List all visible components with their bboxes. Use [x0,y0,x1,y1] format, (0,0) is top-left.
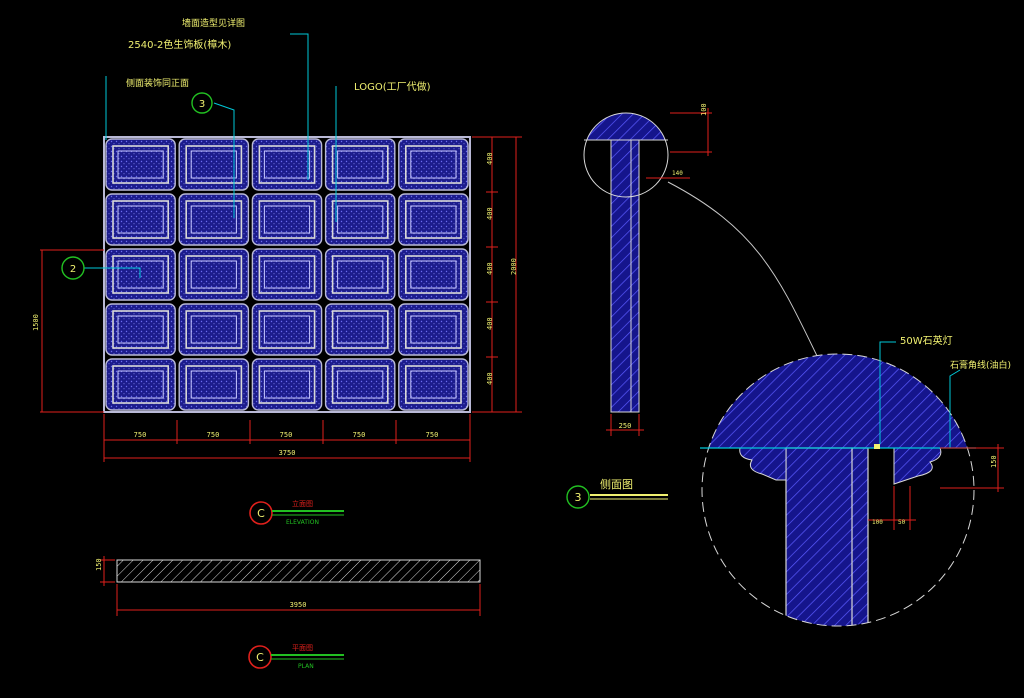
bottom-dimension-chain [103,414,471,462]
svg-text:ELEVATION: ELEVATION [286,519,319,526]
wall-panel [251,138,323,191]
right-dim-2: 400 [486,207,494,220]
detail-outline [701,353,975,627]
wall-panel [398,193,469,246]
label-side-decoration: 侧面装饰同正面 [126,77,189,89]
wall-panel [398,358,469,411]
wall-panel [251,358,323,411]
svg-text:3: 3 [199,99,205,110]
wall-panel [324,193,396,246]
detail-link-curve [667,181,821,363]
callout-2-elevation: 2 [61,256,85,280]
wall-panel [324,138,396,191]
wall-panel [105,358,176,411]
elevation-leaders [84,33,337,278]
detail-top-cap [702,354,974,448]
wall-panel [324,248,396,301]
svg-text:C: C [256,651,264,664]
wall-panel [251,303,323,356]
wall-panel [324,303,396,356]
label-wall-detail: 墙面造型见详图 [182,17,245,29]
wall-panel [105,303,176,356]
bottom-dim-2: 750 [207,431,220,439]
wall-panel [178,358,250,411]
wall-panel [251,248,323,301]
right-dim-3: 400 [486,262,494,275]
quartz-lamp [874,444,880,449]
bottom-dim-3: 750 [280,431,293,439]
plaster-moulding-right [868,447,942,485]
wall-panel [398,303,469,356]
detail-dim-right: 150 [990,455,998,468]
elevation-title: C 立面图 ELEVATION [249,499,344,526]
right-dim-4: 400 [486,317,494,330]
plan-strip [116,559,481,583]
wall-panel [324,358,396,411]
plan-thickness: 150 [95,558,103,571]
section-title: 3 侧面图 [566,478,668,509]
left-dimension [40,249,104,413]
plan-length: 3950 [290,601,307,609]
svg-text:侧面图: 侧面图 [600,478,633,491]
right-dimension-chain [472,136,522,413]
right-dim-5: 400 [486,372,494,385]
label-quartz-lamp: 50W石英灯 [900,334,953,347]
label-plaster-line: 石膏角线(油白) [950,359,1011,371]
elevation-view: 400 400 400 400 400 2000 1500 750 7 [32,17,522,526]
svg-text:平面图: 平面图 [292,644,313,652]
wall-panel [178,248,250,301]
elevation-outline [103,136,471,413]
section-detail-marker [583,112,669,198]
plan-title: C 平面图 PLAN [248,644,344,670]
left-dim-value: 1500 [32,314,40,331]
bottom-dim-1: 750 [134,431,147,439]
detail-wall [785,447,869,626]
section-dim-small: 140 [672,170,683,177]
label-material: 2540-2色生饰板(樟木) [128,38,231,51]
detail-dim-b: 50 [898,519,906,526]
detail-dim-a: 100 [872,519,883,526]
plaster-moulding-left [739,447,787,481]
svg-text:2: 2 [70,264,76,275]
detail-view: 50W石英灯 石膏角线(油白) 150 100 50 [700,334,1011,627]
right-dim-total: 2000 [510,258,518,275]
bottom-dim-5: 750 [426,431,439,439]
wall-panel [398,138,469,191]
svg-text:C: C [257,507,265,520]
wall-panel [178,193,250,246]
bottom-dim-4: 750 [353,431,366,439]
wall-panel [398,248,469,301]
svg-text:3: 3 [575,491,582,504]
svg-text:PLAN: PLAN [298,663,314,670]
svg-text:立面图: 立面图 [292,499,313,508]
label-logo: LOGO(工厂代做) [354,80,431,93]
right-dim-1: 400 [486,152,494,165]
section-wall [610,139,640,413]
wall-panel [105,138,176,191]
bottom-dim-total: 3750 [279,449,296,457]
wall-panel [105,248,176,301]
plan-view: 150 3950 C 平面图 PLAN [95,556,481,670]
wall-panel [251,193,323,246]
wall-panel [105,193,176,246]
section-dim-top: 100 [700,103,708,116]
wall-panel [178,138,250,191]
section-dim-bottom: 250 [619,422,632,430]
callout-3-elevation: 3 [191,92,213,114]
wall-panel [178,303,250,356]
panel-grid [105,138,469,411]
